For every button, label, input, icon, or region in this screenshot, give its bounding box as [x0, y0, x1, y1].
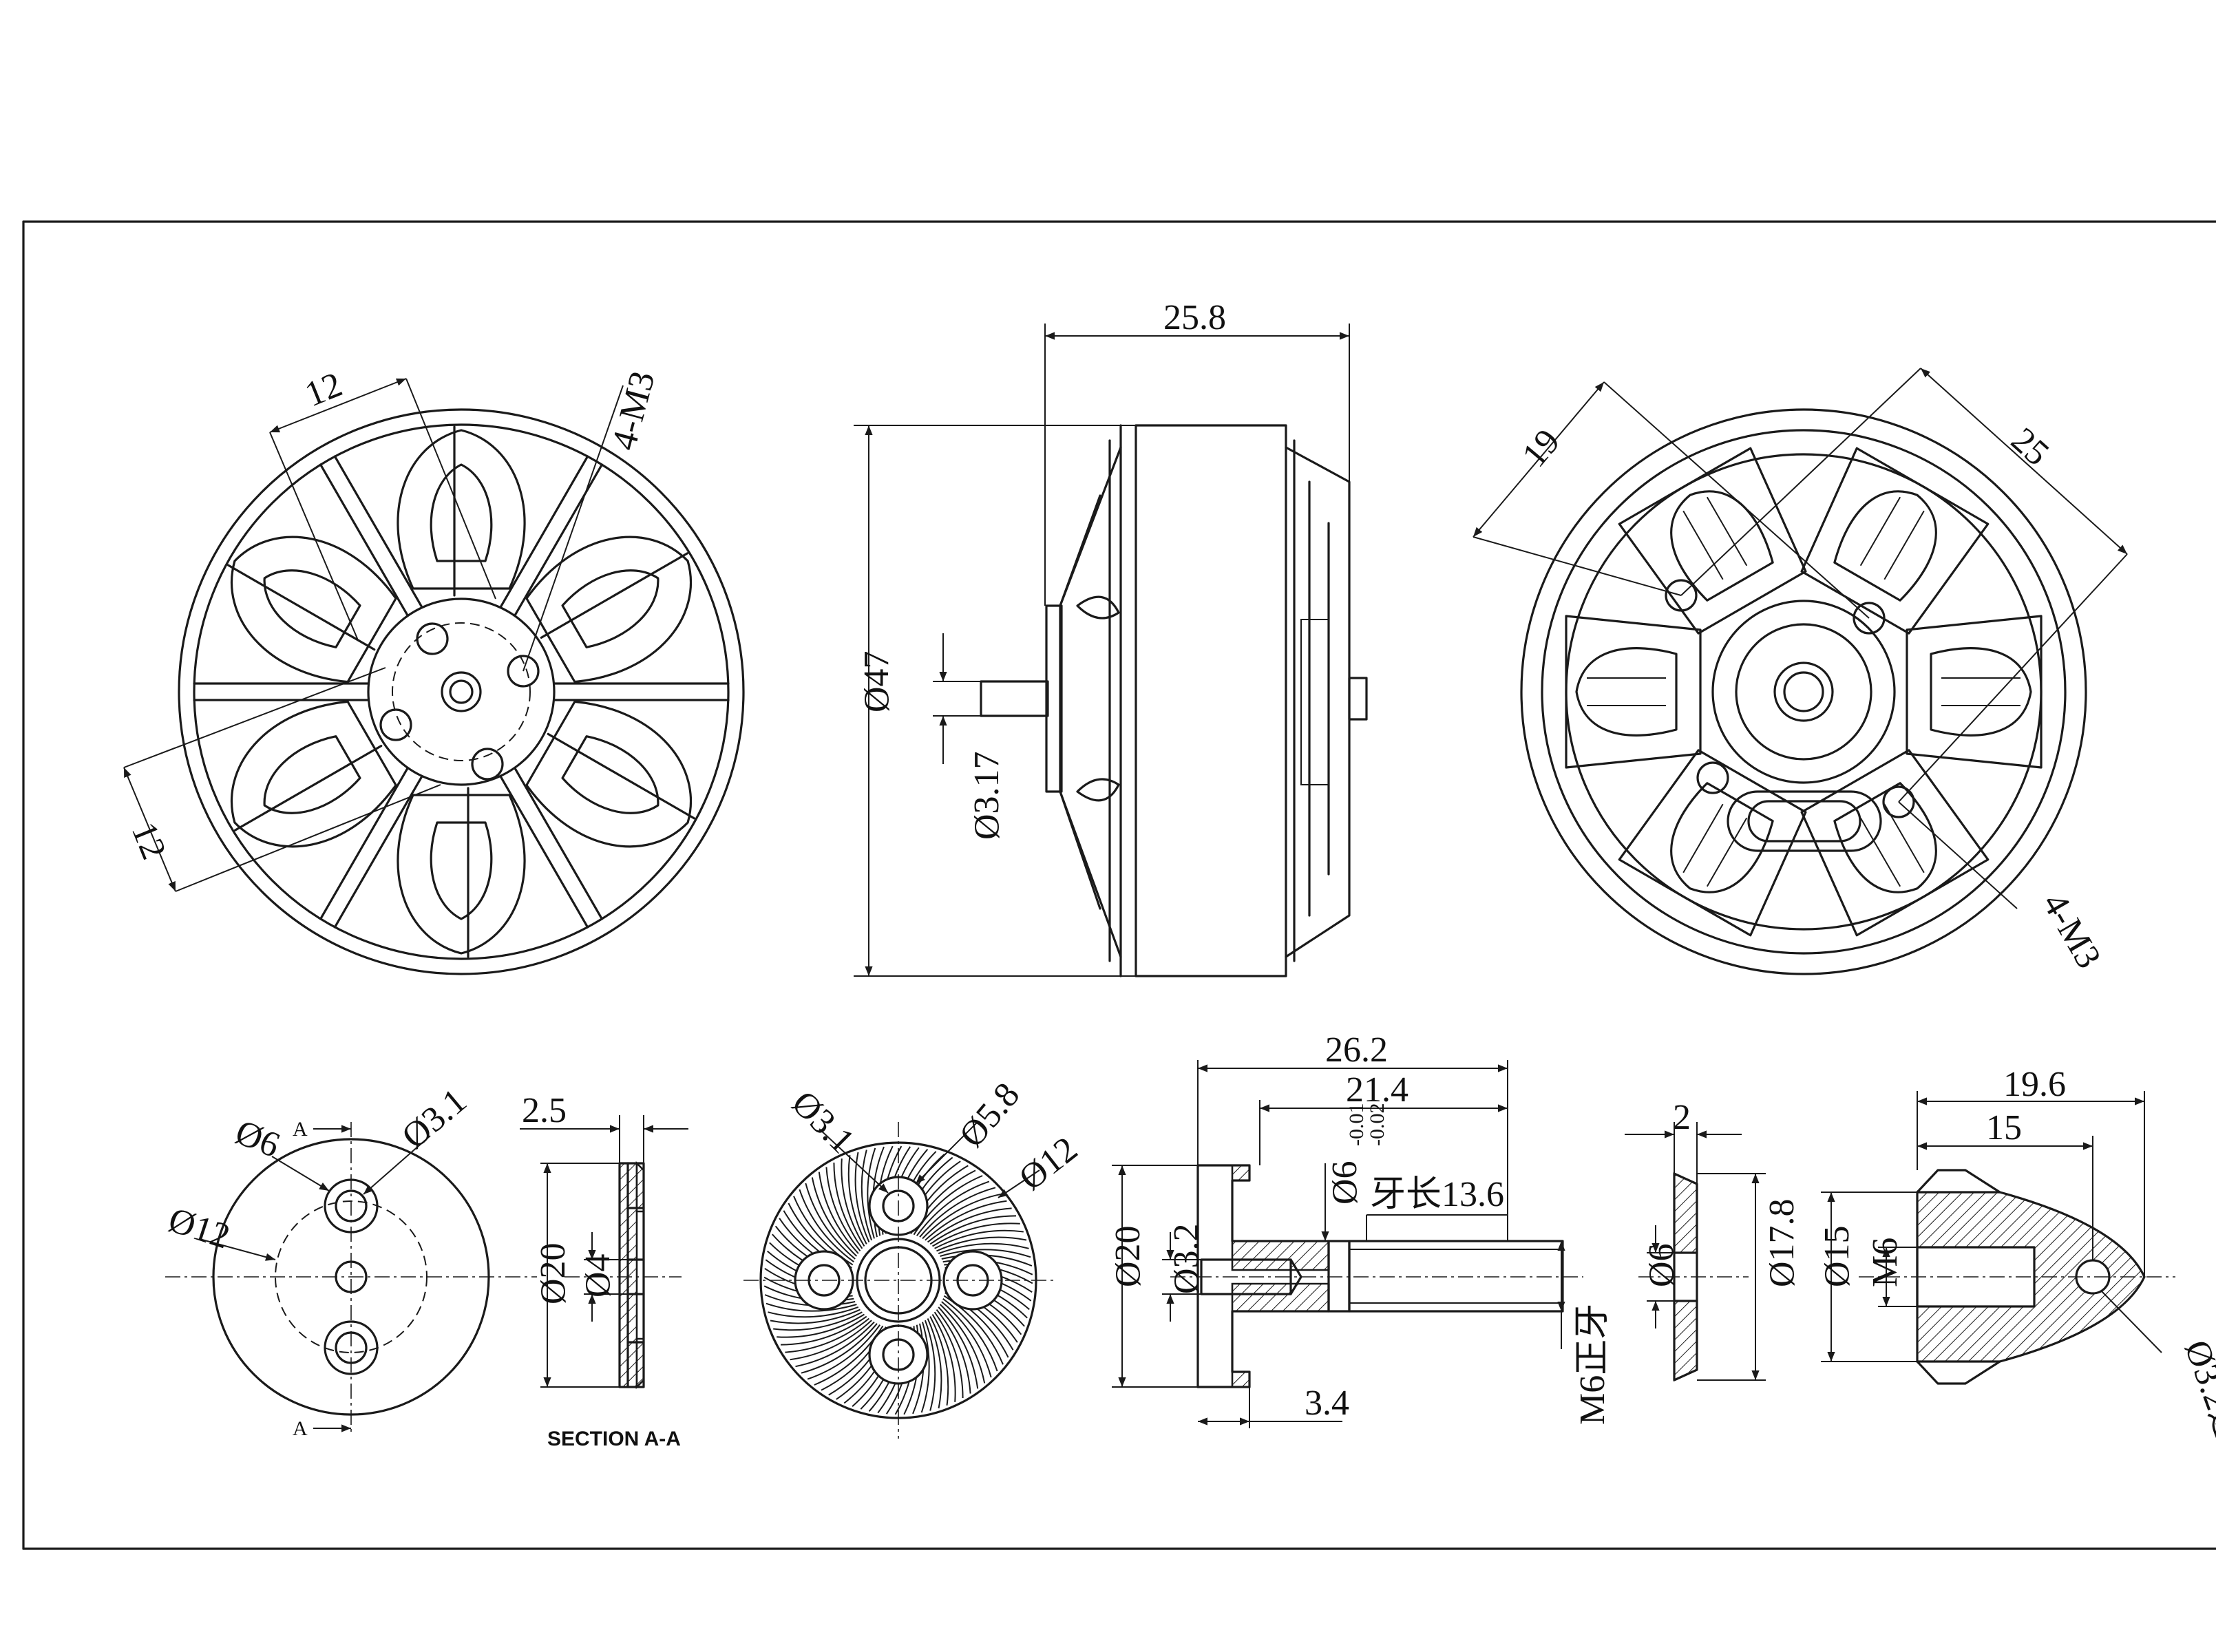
dim-label-d3-17: Ø3.17 — [967, 751, 1006, 840]
dim-label-21-4: 21.4 — [1346, 1070, 1408, 1110]
dim-label-26-2: 26.2 — [1325, 1030, 1388, 1070]
collet-face-view: Ø3.1 Ø5.8 Ø12 — [743, 1075, 1085, 1439]
prop-nut-side-view: 19.6 15 Ø15 M6 Ø3.2通孔 — [1817, 1065, 2216, 1483]
dim-label-d3-1-collet: Ø3.1 — [784, 1083, 862, 1161]
dim-label-d5-8-collet: Ø5.8 — [952, 1075, 1028, 1154]
section-mark-a-top: A — [293, 1118, 308, 1141]
motor-rear-view — [1520, 408, 2087, 975]
dim-label-3-4: 3.4 — [1305, 1384, 1349, 1423]
prop-adapter-front-view: A A Ø6 Ø3.1 Ø12 — [164, 1081, 537, 1440]
dim-label-d12-collet: Ø12 — [1012, 1130, 1085, 1198]
shaft-tolerance-lower: -0.02 — [1366, 1103, 1389, 1147]
dim-label-19-6: 19.6 — [2003, 1065, 2066, 1104]
washer-side-view: 2 Ø6 Ø17.8 — [1625, 1098, 1802, 1382]
side-dimensions: 25.8 Ø47 Ø3.17 — [854, 298, 1350, 977]
shaft-tolerance-upper: -0.01 — [1345, 1103, 1368, 1147]
section-mark-a-bottom: A — [293, 1417, 308, 1440]
dim-label-d20-shaft: Ø20 — [1108, 1225, 1148, 1287]
dim-label-d6-washer: Ø6 — [1642, 1243, 1681, 1287]
dim-label-19: 19 — [1515, 422, 1568, 474]
dim-label-d6-adapter: Ø6 — [230, 1112, 285, 1165]
dim-label-m6-thread: M6正牙 — [1573, 1304, 1612, 1425]
dim-label-d4-section: Ø4 — [578, 1253, 618, 1298]
motor-front-view — [178, 408, 745, 975]
dim-label-d3-1-adapter: Ø3.1 — [394, 1081, 474, 1157]
dim-label-25-8: 25.8 — [1163, 298, 1226, 337]
dim-label-2-washer: 2 — [1673, 1098, 1691, 1137]
dim-label-d15-nut: Ø15 — [1817, 1225, 1857, 1287]
dim-label-d3-2-shaft: Ø3.2 — [1167, 1223, 1206, 1294]
motor-side-view — [980, 424, 1368, 977]
dim-label-15-nut: 15 — [1986, 1108, 2022, 1147]
dim-label-12-top: 12 — [299, 365, 348, 414]
dim-label-d17-8-washer: Ø17.8 — [1762, 1198, 1802, 1287]
dim-label-4-m3-rear: 4-M3 — [2035, 887, 2109, 975]
dim-label-d12-adapter: Ø12 — [164, 1200, 235, 1257]
drawing-frame — [22, 220, 2216, 1550]
rear-dimensions: 19 25 4-M3 — [1473, 368, 2128, 975]
dim-label-d47: Ø47 — [857, 650, 896, 712]
dim-label-2-5: 2.5 — [522, 1091, 567, 1130]
dim-label-thread-length: 牙长13.6 — [1370, 1175, 1504, 1214]
section-a-a-view: 2.5 Ø20 Ø4 SECTION A-A — [520, 1091, 688, 1450]
dim-label-d6-shaft: Ø6 — [1325, 1161, 1364, 1205]
dim-label-12-side: 12 — [124, 817, 173, 865]
dim-label-m6-nut: M6 — [1866, 1238, 1905, 1287]
section-title: SECTION A-A — [547, 1428, 681, 1450]
dim-label-4-m3-front: 4-M3 — [604, 367, 663, 454]
dim-label-25: 25 — [2003, 421, 2056, 474]
dim-label-d3-2-through-hole: Ø3.2通孔 — [2177, 1335, 2216, 1483]
shaft-side-view: 26.2 21.4 Ø20 Ø3.2 Ø6 -0.01 -0.02 牙长13.6… — [1108, 1030, 1612, 1428]
dim-label-d20-section: Ø20 — [534, 1242, 573, 1304]
